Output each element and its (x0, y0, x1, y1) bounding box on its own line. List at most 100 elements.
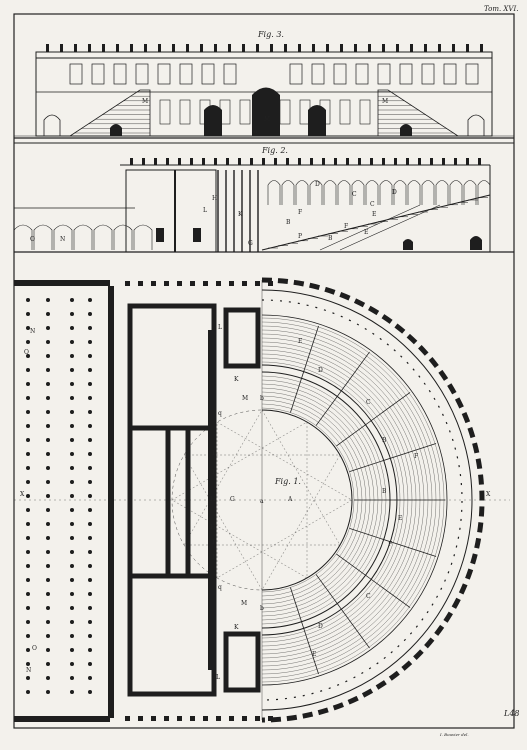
section-statue (130, 158, 133, 165)
column-dot (88, 550, 92, 554)
gallery-arch (477, 180, 491, 205)
column-dot (26, 410, 30, 414)
ref-letter: E (312, 651, 316, 658)
pier (151, 716, 156, 721)
pier (190, 281, 195, 286)
gallery-arch (393, 180, 407, 205)
niche (279, 99, 291, 125)
column-dot (46, 480, 50, 484)
statue (116, 44, 119, 52)
construction-line (216, 421, 353, 501)
section-statue (274, 158, 277, 165)
statue (424, 44, 427, 52)
ref-letter: I (212, 539, 215, 546)
ref-letter: C (366, 593, 371, 600)
ref-letter: a (254, 128, 258, 135)
pier (138, 716, 143, 721)
column-dot (70, 620, 74, 624)
section-statue (262, 158, 265, 165)
column-dot (26, 648, 30, 652)
portico-arch (73, 224, 93, 250)
column-dot (46, 648, 50, 652)
column-dot (46, 592, 50, 596)
column-dot (26, 480, 30, 484)
pier (125, 281, 130, 286)
column-dot (46, 676, 50, 680)
portico-wall-top (14, 280, 110, 286)
column-dot (46, 326, 50, 330)
column-dot (26, 326, 30, 330)
ref-letter: A (287, 496, 293, 503)
column-dot (26, 564, 30, 568)
column-dot (88, 494, 92, 498)
column-dot (26, 340, 30, 344)
section-statue (310, 158, 313, 165)
statue (242, 44, 245, 52)
radial-stair (290, 587, 319, 675)
ref-letter: E (398, 515, 402, 522)
pier (164, 281, 169, 286)
pier (203, 281, 208, 286)
fig2-caption: Fig. 2. (261, 146, 288, 155)
gallery-arch (435, 180, 449, 205)
column-dot (70, 410, 74, 414)
section-statue (454, 158, 457, 165)
ref-letter: C (366, 399, 371, 406)
column-dot (26, 578, 30, 582)
vomitorium (470, 236, 482, 250)
ref-letter: N (30, 328, 35, 335)
column-dot (26, 368, 30, 372)
niche (159, 99, 171, 125)
portico-arch (113, 224, 133, 250)
ref-letter: M (241, 600, 247, 607)
side-door (400, 124, 412, 136)
statue (326, 44, 329, 52)
column-dot (70, 578, 74, 582)
upper-window (91, 63, 105, 85)
hospitalia-door (204, 105, 222, 136)
column-dot (46, 508, 50, 512)
ref-letter: D (318, 623, 323, 630)
column-dot (46, 312, 50, 316)
fig1-caption: Fig. 1. (274, 477, 301, 486)
column-dot (88, 648, 92, 652)
radial-stair (336, 553, 411, 608)
statue (200, 44, 203, 52)
ref-letter: B (382, 488, 387, 495)
section-statue (466, 158, 469, 165)
ref-letter: I (212, 450, 215, 457)
pier (255, 281, 260, 286)
gallery-arch (449, 180, 463, 205)
ref-letter: b (260, 395, 264, 402)
column-dot (46, 634, 50, 638)
fig2-section-parts (13, 158, 491, 253)
pier (229, 281, 234, 286)
pier (216, 716, 221, 721)
vomitorium (403, 239, 413, 250)
column-dot (70, 648, 74, 652)
construction-line (261, 454, 341, 591)
upper-window (179, 63, 193, 85)
ref-letter: H (210, 496, 215, 503)
upper-window (311, 63, 325, 85)
section-statue (334, 158, 337, 165)
scaena-block (125, 169, 217, 253)
column-dot (46, 606, 50, 610)
column-dot (26, 592, 30, 596)
section-statue (394, 158, 397, 165)
column-dot (88, 522, 92, 526)
pier (242, 281, 247, 286)
fig1-plan: Fig. 1. (14, 277, 510, 723)
upper-window (421, 63, 435, 85)
construction-line (261, 409, 341, 546)
section-statue (190, 158, 193, 165)
upper-window (399, 63, 413, 85)
upper-window (377, 63, 391, 85)
ref-letter: O (30, 236, 35, 243)
column-dot (70, 424, 74, 428)
ref-letter: F (298, 209, 302, 216)
column-dot (88, 438, 92, 442)
ref-letter: D (315, 181, 320, 188)
section-statue (202, 158, 205, 165)
upper-window (355, 63, 369, 85)
